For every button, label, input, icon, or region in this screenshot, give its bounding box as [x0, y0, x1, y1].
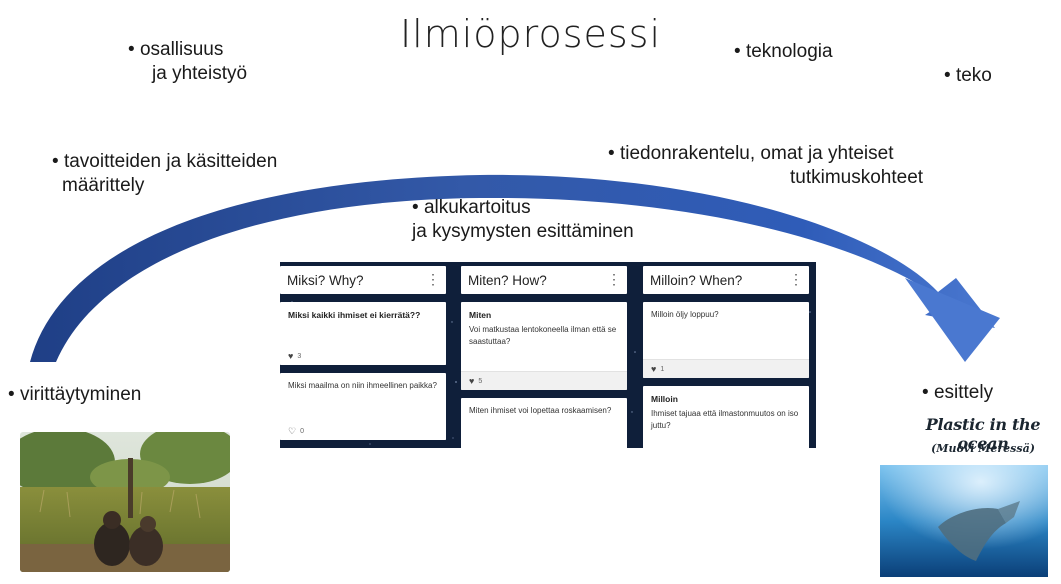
more-options-icon[interactable]: ⋮ [607, 271, 621, 287]
label-yhteistyo: ja yhteistyö [152, 63, 248, 84]
post-text: Voi matkustaa lentokoneella ilman että s… [469, 325, 617, 346]
post-card[interactable]: Milloin öljy loppuu? ♥ 1 [643, 302, 809, 378]
like-count: 1 [660, 365, 665, 373]
like-count: 3 [297, 352, 302, 360]
heart-icon[interactable]: ♥ [651, 364, 657, 374]
board-column-how: Miten? How? ⋮ Miten Voi matkustaa lentok… [461, 266, 627, 448]
nature-photo [20, 432, 230, 572]
column-title: Miksi? Why? [287, 272, 364, 288]
ocean-photo [880, 465, 1048, 577]
column-title: Miten? How? [468, 272, 547, 288]
arrow-head [905, 278, 1000, 362]
post-card[interactable]: Miksi maailma on niin ihmeellinen paikka… [280, 373, 446, 440]
presentation-title: Plastic in the ocean [925, 415, 1041, 453]
post-text: Ihmiset tajuaa että ilmastonmuutos on is… [651, 409, 799, 430]
post-text: Milloin öljy loppuu? [651, 310, 719, 319]
presentation-subtitle: (Muovi Meressä) [931, 442, 1035, 455]
column-title: Milloin? When? [650, 272, 743, 288]
diagram-title: Ilmiöprosessi [399, 12, 662, 56]
nature-photo-illustration [20, 432, 230, 572]
board-column-when: Milloin? When? ⋮ Milloin öljy loppuu? ♥ … [643, 266, 809, 448]
label-maarittely: määrittely [62, 175, 145, 196]
post-card[interactable]: Miten Voi matkustaa lentokoneella ilman … [461, 302, 627, 390]
label-kysymysten-esittaminen: ja kysymysten esittäminen [412, 221, 634, 242]
post-footer: ♥ 1 [643, 359, 809, 378]
arc-body [30, 174, 995, 362]
post-footer: ♥ 5 [461, 371, 627, 390]
post-footer: ♡ 0 [280, 422, 446, 440]
post-title: Miksi kaikki ihmiset ei kierrätä?? [288, 310, 421, 320]
post-text: Miksi maailma on niin ihmeellinen paikka… [288, 381, 437, 390]
more-options-icon[interactable]: ⋮ [426, 271, 440, 287]
more-options-icon[interactable]: ⋮ [789, 271, 803, 287]
label-alkukartoitus: alkukartoitus [412, 196, 531, 220]
label-esittely: esittely [922, 381, 993, 405]
question-board: Miksi? Why? ⋮ Miksi kaikki ihmiset ei ki… [280, 262, 816, 448]
post-card[interactable]: Miten ihmiset voi lopettaa roskaamisen? [461, 398, 627, 448]
post-card[interactable]: Milloin Ihmiset tajuaa että ilmastonmuut… [643, 386, 809, 448]
post-title: Milloin [651, 394, 678, 404]
post-card[interactable]: Miksi kaikki ihmiset ei kierrätä?? ♥ 3 [280, 302, 446, 365]
post-footer: ♥ 3 [280, 347, 446, 365]
label-osallisuus: osallisuus [128, 38, 223, 62]
heart-outline-icon[interactable]: ♡ [288, 425, 297, 436]
label-virittaytyminen: virittäytyminen [8, 383, 141, 407]
label-teko: teko [944, 64, 992, 88]
like-count: 5 [478, 377, 483, 385]
ocean-photo-illustration [880, 465, 1048, 577]
post-title: Miten [469, 310, 492, 320]
label-tiedonrakentelu: tiedonrakentelu, omat ja yhteiset [608, 142, 894, 166]
column-header: Milloin? When? ⋮ [643, 266, 809, 294]
column-header: Miten? How? ⋮ [461, 266, 627, 294]
post-text: Miten ihmiset voi lopettaa roskaamisen? [469, 406, 612, 415]
heart-icon[interactable]: ♥ [288, 351, 294, 361]
column-header: Miksi? Why? ⋮ [280, 266, 446, 294]
heart-icon[interactable]: ♥ [469, 376, 475, 386]
label-tavoitteet: tavoitteiden ja käsitteiden [52, 150, 277, 174]
label-tutkimuskohteet: tutkimuskohteet [790, 167, 924, 188]
like-count: 0 [300, 427, 304, 435]
board-column-why: Miksi? Why? ⋮ Miksi kaikki ihmiset ei ki… [280, 266, 446, 448]
label-teknologia: teknologia [734, 40, 833, 64]
